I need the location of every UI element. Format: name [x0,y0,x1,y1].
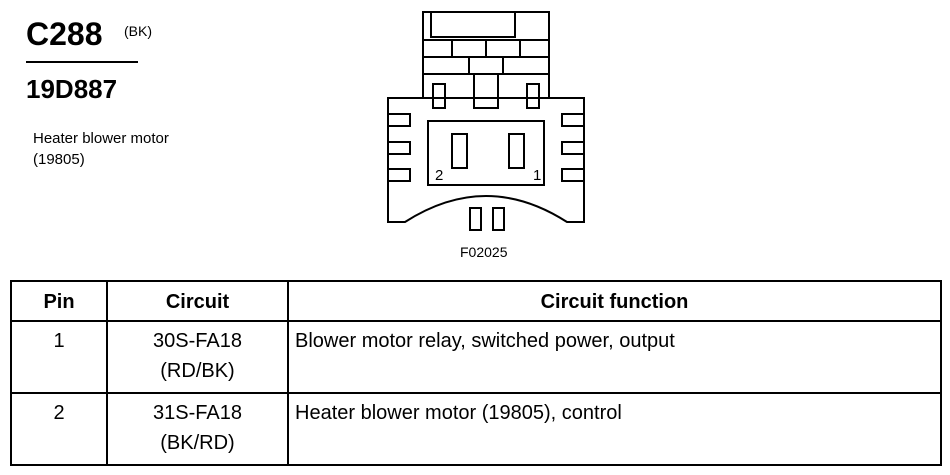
pinout-table: Pin Circuit Circuit function 1 30S-FA18 … [10,280,942,466]
pin-number: 1 [10,320,108,394]
pin-cavity [427,120,545,186]
pin-label-1: 1 [533,167,541,184]
table-row: 1 30S-FA18 (RD/BK) Blower motor relay, s… [10,320,942,394]
circuit-function: Blower motor relay, switched power, outp… [287,320,942,394]
latch-key [473,73,499,109]
connector-body [387,97,585,223]
connector-face-diagram: 2 1 [387,11,585,231]
header-pin: Pin [10,280,108,322]
bottom-tab [469,207,482,231]
description-line-2: (19805) [33,151,85,168]
table-header-row: Pin Circuit Circuit function [10,280,942,322]
side-tab [387,168,411,182]
key-slot [432,83,446,109]
circuit-wire-color: (BK/RD) [160,432,235,454]
figure-code: F02025 [460,244,508,260]
latch-tab [430,11,516,38]
component-description: Heater blower motor (19805) [33,128,169,170]
circuit-wire-color: (RD/BK) [160,360,235,382]
terminal-1 [508,133,525,169]
description-line-1: Heater blower motor [33,130,169,147]
circuit-id: 31S-FA18 [153,402,242,424]
side-tab [561,168,585,182]
table-row: 2 31S-FA18 (BK/RD) Heater blower motor (… [10,392,942,466]
circuit-code: 31S-FA18 (BK/RD) [106,392,289,466]
connector-color: (BK) [124,23,152,39]
connector-id: C288 [26,16,103,52]
side-tab [561,113,585,127]
bottom-tab [492,207,505,231]
side-tab [561,141,585,155]
pin-label-2: 2 [435,167,443,184]
circuit-function: Heater blower motor (19805), control [287,392,942,466]
circuit-code: 30S-FA18 (RD/BK) [106,320,289,394]
pin-number: 2 [10,392,108,466]
title-rule [26,61,138,63]
key-slot [526,83,540,109]
side-tab [387,113,411,127]
circuit-id: 30S-FA18 [153,330,242,352]
header-circuit-function: Circuit function [287,280,942,322]
side-tab [387,141,411,155]
part-number: 19D887 [26,74,118,104]
terminal-2 [451,133,468,169]
header-circuit: Circuit [106,280,289,322]
